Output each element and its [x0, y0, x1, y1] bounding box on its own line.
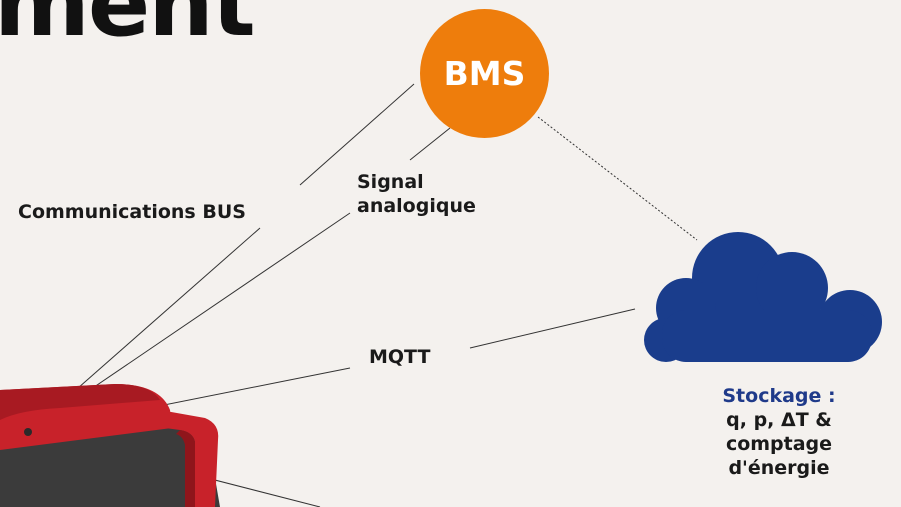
mqtt-label: MQTT [369, 346, 431, 368]
page-heading-fragment: ment [0, 0, 256, 57]
storage-line2: comptage [725, 433, 833, 455]
signal-label-line2: analogique [357, 195, 476, 217]
storage-line3: d'énergie [728, 457, 830, 479]
signal-line-upper [409, 127, 451, 161]
storage-description: Stockage : q, p, ΔT & comptage d'énergie [690, 384, 868, 480]
bus-line-upper [299, 83, 415, 186]
storage-title: Stockage : [722, 385, 836, 407]
storage-line1: q, p, ΔT & [726, 409, 832, 431]
bms-node: BMS [420, 9, 549, 138]
mqtt-line-right [469, 308, 636, 349]
device-icon [0, 384, 220, 507]
cloud-icon [644, 232, 882, 362]
signal-label-line1: Signal [357, 171, 424, 193]
signal-analogique-label: Signal analogique [357, 170, 476, 218]
bms-label: BMS [443, 54, 526, 93]
communications-bus-label: Communications BUS [18, 201, 246, 223]
bms-cloud-dotted-line [537, 116, 698, 241]
